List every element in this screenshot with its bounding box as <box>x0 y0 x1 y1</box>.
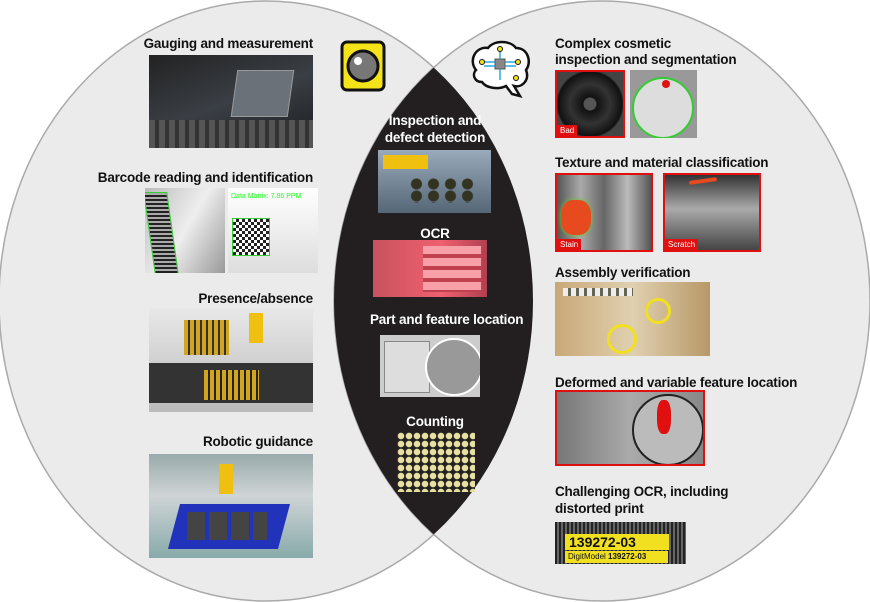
assembly-image <box>555 282 710 356</box>
label-assembly: Assembly verification <box>555 265 691 280</box>
label-texture: Texture and material classification <box>555 155 769 170</box>
label-robotic: Robotic guidance <box>202 434 313 449</box>
deformed-image <box>555 390 705 466</box>
label-gauging: Gauging and measurement <box>143 36 314 51</box>
label-inspection: Inspection and defect detection <box>384 113 486 145</box>
scratch-label: Scratch <box>665 239 699 250</box>
stain-label: Stain <box>557 239 582 250</box>
presence-image <box>149 308 313 412</box>
barcode-image <box>145 188 225 273</box>
texture-scratch-image: Scratch <box>663 173 761 252</box>
label-cosmetic-1: Complex cosmetic <box>555 36 672 51</box>
datamatrix-readout: Data Matrix: 7.86 PPM <box>231 193 302 200</box>
counting-image <box>397 432 475 492</box>
label-challenging-ocr-1: Challenging OCR, including <box>555 484 729 499</box>
cosmetic-segmentation-image <box>630 70 697 138</box>
bad-label: Bad <box>557 125 578 136</box>
label-ocr: OCR <box>420 226 450 241</box>
part-location-image <box>380 335 480 397</box>
machine-vision-camera-icon <box>340 40 386 92</box>
label-challenging-ocr-2: distorted print <box>555 501 644 516</box>
label-deformed: Deformed and variable feature location <box>555 375 798 390</box>
label-barcode: Barcode reading and identification <box>97 170 313 185</box>
cosmetic-bad-image: Bad <box>555 70 625 138</box>
challenging-ocr-image: 139272-03 DigitModel 139272-03 <box>555 522 686 564</box>
label-counting: Counting <box>406 414 464 429</box>
ocr-image <box>373 240 487 297</box>
label-part-location: Part and feature location <box>370 312 524 327</box>
label-presence: Presence/absence <box>198 291 313 306</box>
ocr-digits: 139272-03 <box>565 534 669 550</box>
ocr-caption-value: 139272-03 <box>608 552 647 561</box>
texture-stain-image: Stain <box>555 173 653 252</box>
inspection-image <box>378 150 491 213</box>
robotic-image <box>149 454 313 558</box>
gauging-image <box>149 55 313 148</box>
deep-learning-brain-icon <box>471 40 530 98</box>
datamatrix-image: Data Matrix: 7.86 PPM <box>228 188 318 273</box>
ocr-caption: DigitModel <box>568 552 606 561</box>
label-cosmetic-2: inspection and segmentation <box>555 52 737 67</box>
